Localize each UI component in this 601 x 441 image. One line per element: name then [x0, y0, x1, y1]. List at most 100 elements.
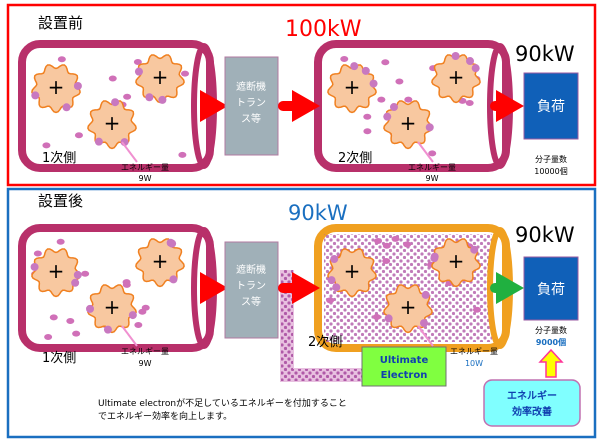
electron-icon: [363, 128, 372, 135]
energy-label: エネルギー量: [450, 347, 498, 356]
electron-icon: [332, 283, 341, 292]
energy-pointer-icon: [417, 325, 434, 347]
electron-icon: [465, 99, 474, 106]
arrow-icon: [490, 90, 524, 122]
energy-value: 9W: [139, 359, 152, 368]
electron-icon: [404, 96, 413, 103]
energy-pointer-icon: [417, 141, 434, 163]
primary-tube: +++: [18, 40, 217, 172]
plus-icon: +: [344, 75, 361, 99]
efficiency-improvement-box: [483, 379, 581, 427]
electron-icon: [330, 255, 339, 264]
gear-nucleus-icon: [327, 248, 377, 298]
electron-icon: [33, 250, 42, 257]
electron-icon: [123, 93, 132, 100]
plus-icon: +: [104, 295, 121, 319]
up-arrow-icon: [538, 348, 564, 378]
plus-icon: +: [48, 75, 65, 99]
electron-icon: [108, 75, 117, 82]
electron-icon: [169, 275, 178, 284]
electron-icon: [42, 142, 51, 149]
electron-pipe-dots: [281, 270, 362, 381]
electron-icon: [430, 254, 439, 263]
secondary-side-label: 2次側: [338, 150, 372, 166]
electron-icon: [340, 55, 349, 62]
improvement-label: エネルギー: [507, 389, 557, 402]
electron-icon: [71, 278, 80, 287]
electron-icon: [145, 93, 154, 102]
device-label: Ultimate: [380, 355, 429, 366]
arrow-icon: [200, 90, 228, 122]
electron-icon: [73, 270, 82, 279]
electron-icon: [372, 314, 381, 321]
electron-icon: [428, 150, 437, 157]
electron-icon: [361, 66, 370, 75]
plus-icon: +: [344, 259, 361, 283]
electron-icon: [134, 67, 143, 76]
arrow-icon: [200, 272, 228, 304]
electron-icon: [168, 239, 177, 248]
electron-icon: [403, 241, 412, 248]
electron-icon: [389, 103, 398, 112]
arrow-icon: [278, 90, 320, 122]
before-output-power: 90kW: [515, 42, 575, 66]
after-title: 設置後: [38, 192, 83, 210]
plus-icon: +: [104, 111, 121, 135]
secondary-tube: + + +: [314, 224, 513, 352]
after-panel: 設置後 90kW +++ +++ 遮断機 トラン ス等 90kW 負荷 分子量数…: [6, 187, 597, 439]
electron-icon: [57, 56, 66, 63]
energy-value: 10W: [465, 359, 483, 368]
electron-icon: [66, 318, 75, 325]
electron-icon: [391, 235, 400, 242]
electron-icon: [31, 91, 40, 100]
electron-icon: [382, 258, 391, 265]
electron-icon: [470, 245, 479, 254]
gear-nucleus-icon: [31, 248, 81, 298]
electron-icon: [425, 123, 434, 132]
plus-icon: +: [448, 65, 465, 89]
molecule-value: 10000個: [534, 166, 567, 176]
load-label: 負荷: [537, 282, 565, 298]
arrow-icon: [278, 272, 320, 304]
molecule-label: 分子量数: [535, 325, 567, 335]
electron-icon: [327, 276, 336, 285]
electron-icon: [383, 112, 392, 121]
load-label: 負荷: [537, 99, 565, 115]
electron-icon: [181, 70, 190, 77]
electron-icon: [374, 237, 383, 244]
electron-icon: [377, 96, 386, 103]
breaker-transformer-box: [224, 56, 279, 156]
plus-icon: +: [48, 259, 65, 283]
secondary-side-label: 2次側: [308, 334, 342, 350]
molecule-value: 9000個: [536, 337, 566, 347]
breaker-transformer-box: [224, 241, 279, 339]
electron-icon: [369, 79, 378, 88]
arrow-icon: [490, 272, 524, 304]
breaker-label: 遮断機: [236, 263, 266, 276]
electron-icon: [49, 314, 58, 321]
breaker-label: トラン: [236, 97, 266, 109]
before-title: 設置前: [38, 14, 83, 32]
plus-icon: +: [152, 249, 169, 273]
energy-pointer-icon: [121, 325, 138, 347]
plus-icon: +: [400, 111, 417, 135]
electron-icon: [381, 59, 390, 66]
plus-icon: +: [400, 295, 417, 319]
electron-icon: [44, 334, 53, 341]
electron-icon: [103, 325, 112, 334]
electron-icon: [72, 330, 81, 337]
caption-line: でエネルギー効率を向上します。: [98, 410, 232, 422]
energy-label: エネルギー量: [121, 347, 169, 356]
energy-pointer-icon: [121, 141, 138, 163]
electron-icon: [466, 57, 475, 66]
electron-icon: [73, 81, 82, 90]
primary-side-label: 1次側: [42, 150, 76, 166]
plus-icon: +: [448, 249, 465, 273]
caption-line: Ultimate electronが不足しているエネルギーを付加すること: [98, 397, 347, 409]
gear-nucleus-icon: [135, 54, 185, 104]
electron-icon: [81, 270, 90, 277]
electron-icon: [128, 311, 137, 320]
load-box: [523, 72, 579, 140]
primary-tube: + + +: [18, 224, 217, 352]
electron-icon: [56, 238, 65, 245]
